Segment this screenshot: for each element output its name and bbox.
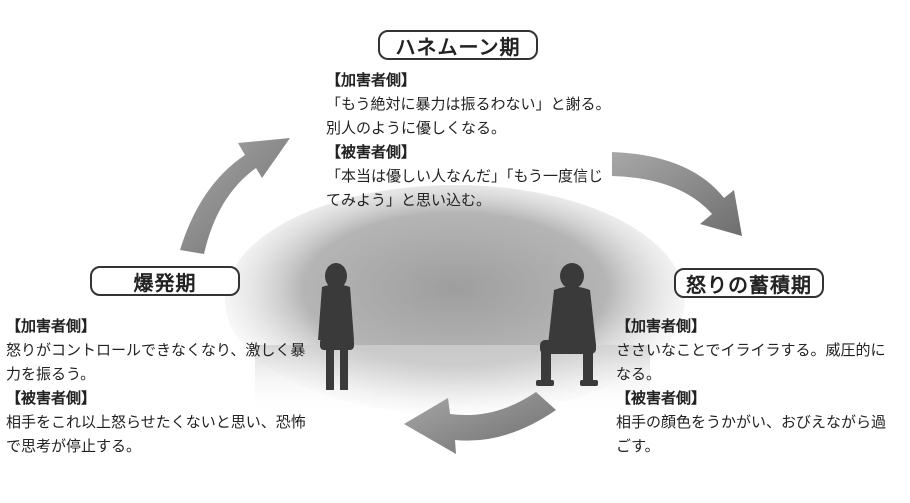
explosion-phase-label: 爆発期: [90, 266, 240, 296]
honeymoon-phase-label: ハネムーン期: [378, 30, 538, 60]
honeymoon-perpetrator-text: 「もう絶対に暴力は振るわない」と謝る。別人のように優しくなる。: [326, 92, 616, 140]
honeymoon-victim-text: 「本当は優しい人なんだ」「もう一度信じてみよう」と思い込む。: [326, 164, 616, 212]
explosion-victim-heading: 【被害者側】: [6, 386, 306, 410]
accumulation-perpetrator-text: ささいなことでイライラする。威圧的になる。: [616, 338, 888, 386]
explosion-text-block: 【加害者側】 怒りがコントロールできなくなり、激しく暴力を振るう。 【被害者側】…: [6, 314, 306, 458]
accumulation-perpetrator-heading: 【加害者側】: [616, 314, 888, 338]
honeymoon-perpetrator-heading: 【加害者側】: [326, 68, 616, 92]
explosion-perpetrator-heading: 【加害者側】: [6, 314, 306, 338]
honeymoon-text-block: 【加害者側】 「もう絶対に暴力は振るわない」と謝る。別人のように優しくなる。 【…: [326, 68, 616, 212]
accumulation-victim-text: 相手の顔色をうかがい、おびえながら過ごす。: [616, 410, 888, 458]
explosion-perpetrator-text: 怒りがコントロールできなくなり、激しく暴力を振るう。: [6, 338, 306, 386]
honeymoon-victim-heading: 【被害者側】: [326, 140, 616, 164]
explosion-victim-text: 相手をこれ以上怒らせたくないと思い、恐怖で思考が停止する。: [6, 410, 306, 458]
accumulation-victim-heading: 【被害者側】: [616, 386, 888, 410]
arrow-honeymoon-to-accumulation: [612, 152, 742, 236]
accumulation-text-block: 【加害者側】 ささいなことでイライラする。威圧的になる。 【被害者側】 相手の顔…: [616, 314, 888, 458]
accumulation-phase-label: 怒りの蓄積期: [674, 268, 824, 298]
